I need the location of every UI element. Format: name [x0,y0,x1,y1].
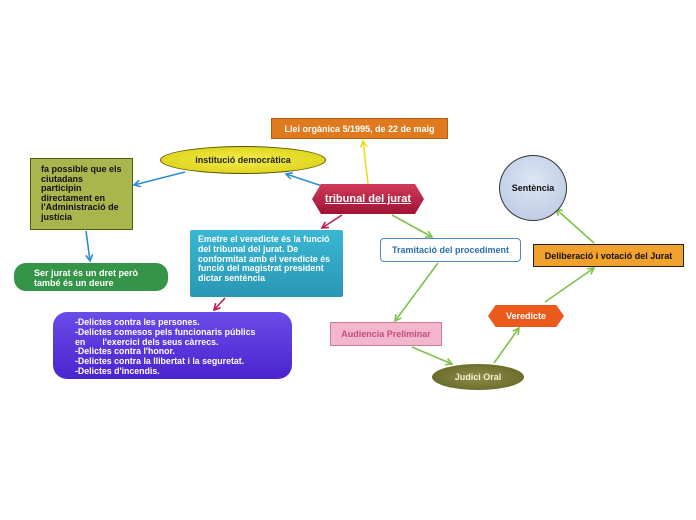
edge-veredicte-to-deliberacio [544,267,595,303]
node-dret-deure[interactable]: Ser jurat és un dret però també és un de… [14,263,168,291]
edge-central-to-institucio [285,173,323,187]
edge-fa-to-ser [85,230,91,262]
edge-central-to-emetre-arrowhead [320,221,330,229]
edge-tramitacio-to-audiencia-arrowhead [394,313,402,323]
node-llei-label: Llei orgànica 5/1995, de 22 de maig [284,123,435,134]
node-fa-label: fa possible que els ciutadans participin… [41,164,122,222]
node-central-label: tribunal del jurat [324,193,412,205]
edge-fa-to-ser-arrowhead [85,254,94,263]
edge-audiencia-to-judici-arrowhead [444,358,454,366]
edge-central-to-emetre [321,214,343,229]
node-veredicte-label: Veredicte [505,311,547,321]
node-judici-label: Judici Oral [454,372,502,382]
node-sentencia[interactable]: Sentència [499,155,567,221]
node-tribunal-del-jurat[interactable]: tribunal del jurat [312,184,424,214]
node-institucio-label: institució democràtica [195,155,291,165]
node-emetre-veredicte[interactable]: Emetre el veredicte és la funció del tri… [190,230,343,297]
edge-emetre-to-delictes [213,297,226,311]
edge-emetre-to-delictes-arrowhead [212,303,221,312]
node-veredicte[interactable]: Veredicte [488,305,564,327]
node-tramitacio-label: Tramitació del procediment [391,245,510,255]
edge-veredicte-to-deliberacio-arrowhead [586,267,596,275]
edge-central-to-institucio-arrowhead [284,171,294,180]
edge-central-to-tramitacio-arrowhead [424,230,434,238]
edge-central-to-tramitacio [391,214,433,238]
edge-institucio-to-fa [133,171,186,186]
edge-audiencia-to-judici [411,346,453,365]
node-tramitacio-procediment[interactable]: Tramitació del procediment [380,238,521,262]
node-delictes[interactable]: -Delictes contra les persones. -Delictes… [53,312,292,379]
node-sentencia-label: Sentència [511,183,555,193]
edge-judici-to-veredicte [493,327,520,364]
edge-deliberacio-to-sentencia [555,208,595,244]
node-audiencia-preliminar[interactable]: Audiencia Preliminar [330,322,442,346]
node-participacio-ciutadans[interactable]: fa possible que els ciutadans participin… [30,158,133,230]
edge-central-to-llei-arrowhead [359,139,368,148]
edge-judici-to-veredicte-arrowhead [512,326,520,336]
node-deliberacio-label: Deliberació i votació del Jurat [544,250,673,261]
node-emetre-label: Emetre el veredicte és la funció del tri… [198,234,331,284]
node-ser-label: Ser jurat és un dret però també és un de… [34,268,139,288]
node-delictes-label: -Delictes contra les persones. -Delictes… [75,317,256,376]
node-institucio-democratica[interactable]: institució democràtica [160,146,326,174]
edge-central-to-llei [362,140,369,185]
node-judici-oral[interactable]: Judici Oral [432,364,524,390]
node-deliberacio-votacio[interactable]: Deliberació i votació del Jurat [533,244,684,267]
node-audiencia-label: Audiencia Preliminar [341,329,431,339]
node-llei-organica[interactable]: Llei orgànica 5/1995, de 22 de maig [271,118,448,139]
edge-tramitacio-to-audiencia [394,262,439,322]
edge-institucio-to-fa-arrowhead [132,179,141,188]
